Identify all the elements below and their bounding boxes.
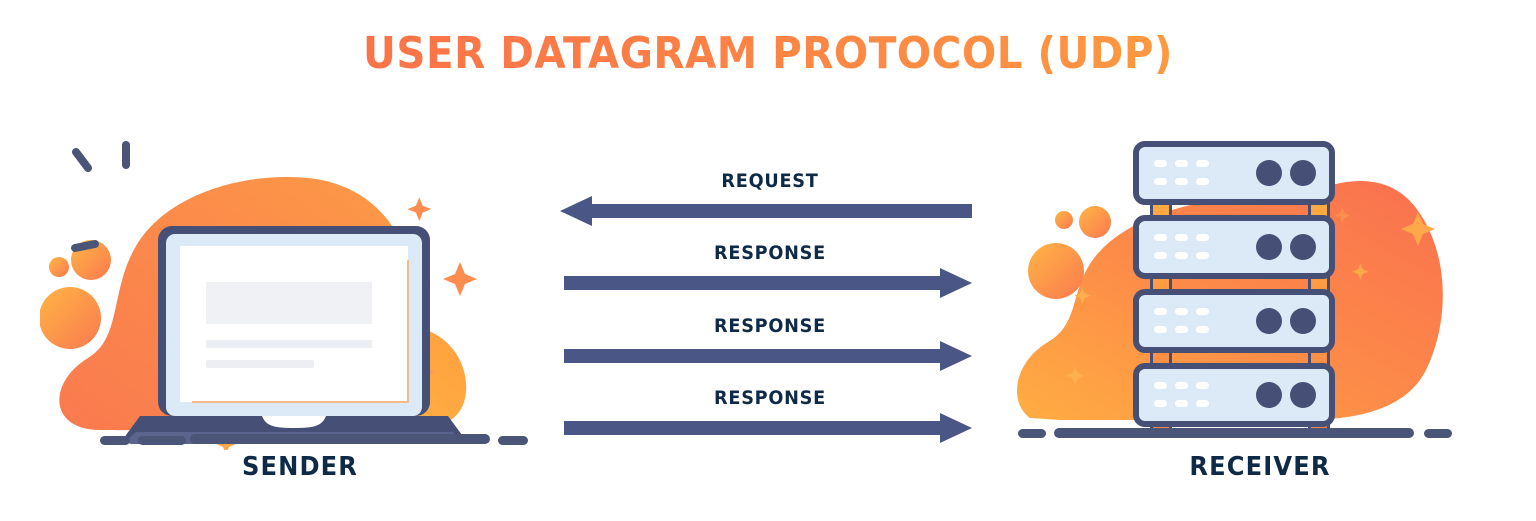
server-knobs (1256, 160, 1316, 186)
arrow-right-icon (564, 341, 972, 371)
page-title: USER DATAGRAM PROTOCOL (UDP) (61, 28, 1474, 80)
arrow-label: RESPONSE (714, 315, 826, 337)
sender-decor-circles (40, 240, 111, 349)
receiver-decor-circles (1028, 206, 1111, 299)
laptop-screen-content (206, 282, 372, 368)
arrow-label: REQUEST (721, 170, 819, 192)
sender-illustration (40, 141, 528, 450)
arrow-right-icon (564, 413, 972, 443)
arrow-left-icon (560, 196, 972, 226)
server-led-dots (1154, 308, 1209, 333)
sender-label: SENDER (241, 452, 359, 482)
server-unit (1133, 363, 1335, 427)
server-knobs (1256, 308, 1316, 334)
arrow-row-request: REQUEST (560, 170, 980, 234)
sender-decor-dashes (71, 141, 130, 252)
sender-ground-line (100, 434, 528, 445)
arrow-label: RESPONSE (714, 387, 826, 409)
server-knobs (1256, 234, 1316, 260)
receiver-label: RECEIVER (1189, 452, 1331, 482)
server-led-dots (1154, 234, 1209, 259)
receiver-illustration (1017, 141, 1452, 438)
arrow-right-icon (564, 268, 972, 298)
server-unit (1133, 289, 1335, 353)
laptop-lid (158, 226, 430, 416)
server-led-dots (1154, 160, 1209, 185)
arrow-row-response-1: RESPONSE (560, 242, 980, 306)
message-flow-arrows: REQUEST RESPONSE RESPONSE RESPONSE (560, 170, 980, 455)
server-unit (1133, 215, 1335, 279)
arrow-label: RESPONSE (714, 242, 826, 264)
server-unit (1133, 141, 1335, 205)
server-knobs (1256, 382, 1316, 408)
arrow-row-response-3: RESPONSE (560, 387, 980, 451)
arrow-row-response-2: RESPONSE (560, 315, 980, 379)
server-led-dots (1154, 382, 1209, 407)
receiver-ground-line (1018, 428, 1452, 438)
receiver-decor-sparkles (1065, 207, 1435, 386)
